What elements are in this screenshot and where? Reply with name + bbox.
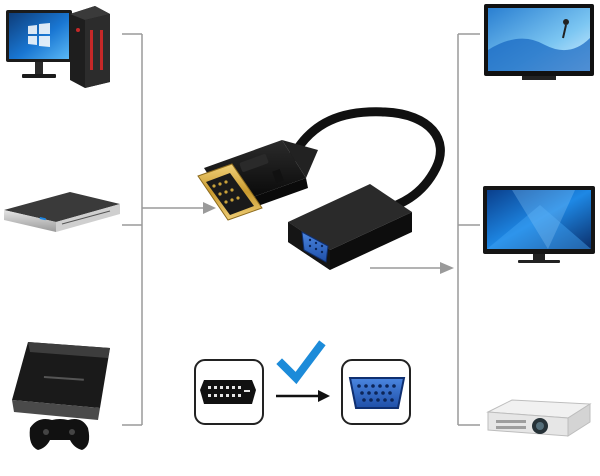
arrow-to-outputs-icon [440, 262, 454, 274]
vga-port-icon [301, 231, 329, 263]
desktop-pc-icon [6, 6, 110, 88]
tv-screen-icon [484, 4, 594, 80]
vga-adapter-box [288, 184, 412, 270]
game-console-icon [12, 342, 110, 450]
projector-icon [486, 399, 592, 437]
conversion-arrow-icon [318, 390, 330, 402]
adapter-cable [285, 107, 445, 217]
output-bracket [370, 33, 480, 426]
dvd-player-icon [4, 192, 120, 232]
dvi-connector-icon [197, 140, 318, 221]
checkmark-icon [276, 340, 326, 385]
dvi-port-icon [194, 359, 264, 425]
source-bracket [122, 33, 205, 426]
vga-port-icon [341, 359, 411, 425]
controller-icon [29, 419, 90, 450]
arrow-to-adapter-icon [203, 202, 216, 214]
monitor-icon [483, 186, 595, 263]
